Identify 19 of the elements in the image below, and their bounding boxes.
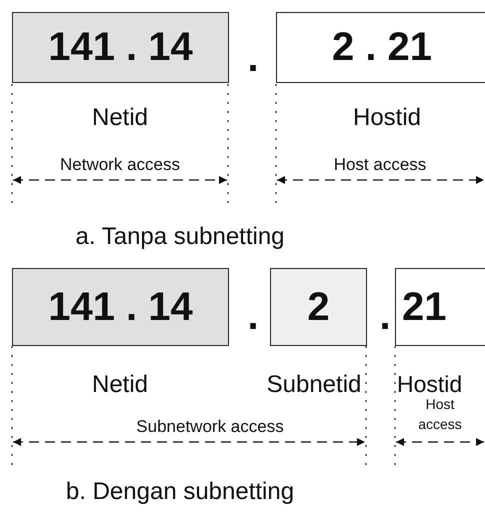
dot: .: [379, 296, 391, 336]
caption: a. Tanpa subnetting: [75, 225, 285, 249]
field-label: Netid: [92, 373, 148, 397]
dimension-label: Network access: [60, 156, 180, 173]
caption: b. Dengan subnetting: [66, 480, 294, 504]
number-box: 141 . 14: [12, 268, 229, 346]
dimension-label: Host access: [334, 156, 426, 173]
number-box: 2 . 21: [276, 12, 485, 83]
number-box: 141 . 14: [12, 12, 229, 83]
number-box: 21: [395, 268, 485, 346]
field-label: Subnetid: [266, 373, 362, 397]
dot: .: [247, 296, 259, 336]
dimension-label: Host access: [417, 395, 463, 434]
field-label: Hostid: [352, 106, 422, 130]
number-box: 2: [270, 268, 367, 346]
dimension-label: Subnetwork access: [136, 418, 284, 435]
field-label: Netid: [92, 106, 148, 130]
field-label: Hostid: [397, 373, 462, 396]
dot: .: [247, 38, 259, 78]
